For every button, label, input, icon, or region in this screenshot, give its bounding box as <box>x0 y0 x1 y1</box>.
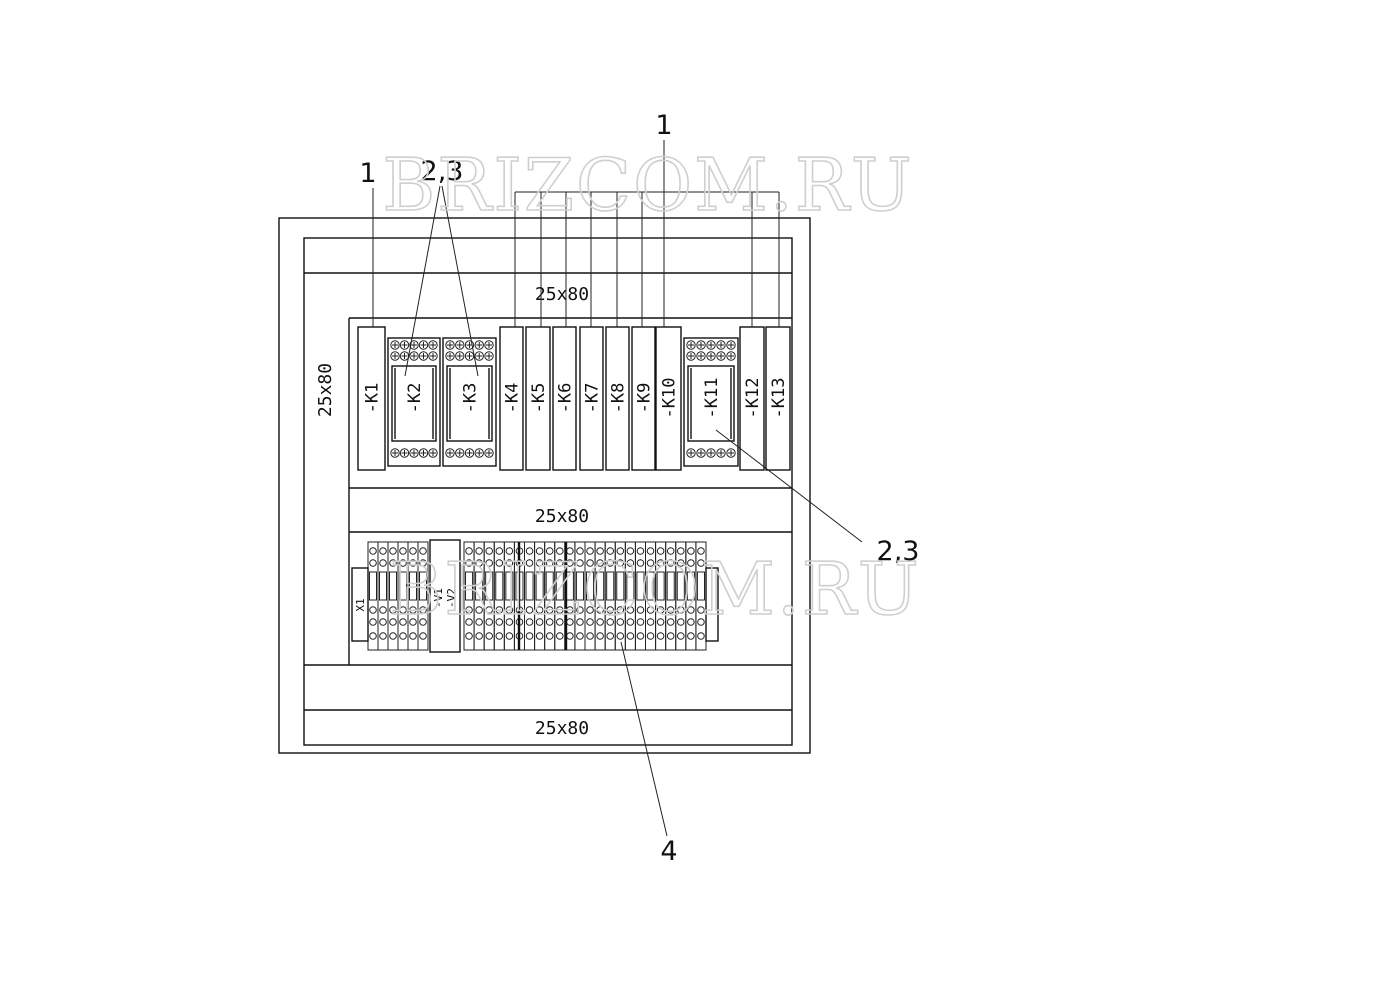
watermark-bottom: BRIZCOM.RU <box>389 547 920 631</box>
terminal-block <box>645 541 657 651</box>
relay-label: -K3 <box>461 383 481 414</box>
callout-4: 4 <box>660 836 677 867</box>
relay-label: -K9 <box>635 383 655 414</box>
relay-socket-k2 <box>387 337 441 467</box>
relay-label: -K12 <box>743 378 763 419</box>
relay-label: -K8 <box>609 383 629 414</box>
terminal-strip: X1 -V1 -V2 <box>351 539 719 653</box>
terminal-block <box>377 541 389 651</box>
relay-socket-k11 <box>683 337 739 467</box>
callout-23-top: 2,3 <box>421 156 464 187</box>
relay-module-k4 <box>499 326 524 471</box>
relay-module-k1 <box>357 326 386 471</box>
relay-label: -K2 <box>405 383 425 414</box>
relay-label: -K5 <box>529 383 549 414</box>
left-cable-duct: 25x80 <box>315 318 350 665</box>
relay-module-k13 <box>765 326 791 471</box>
bottom-cable-duct: 25x80 <box>304 664 792 739</box>
relay-socket-k3 <box>442 337 497 467</box>
cabinet-frame <box>278 217 811 754</box>
relay-label: -K6 <box>556 383 576 414</box>
diode-module <box>429 539 461 653</box>
diode-v1-label: -V1 <box>432 588 445 608</box>
callout-1-top: 1 <box>655 110 672 141</box>
relay-module-k5 <box>525 326 551 471</box>
terminal-block <box>387 541 399 651</box>
top-cable-duct: 25x80 <box>304 272 792 319</box>
relay-label: -K4 <box>503 383 523 414</box>
terminal-block <box>367 541 379 651</box>
relay-module-k6 <box>552 326 577 471</box>
leader-lines <box>372 140 863 837</box>
bottom-duct-label: 25x80 <box>535 718 589 739</box>
middle-duct-label: 25x80 <box>535 506 589 527</box>
callout-1-left: 1 <box>359 158 376 189</box>
terminal-block <box>604 541 616 651</box>
terminal-block <box>463 541 475 651</box>
middle-cable-duct: 25x80 <box>349 487 792 533</box>
relay-label: -K10 <box>660 378 680 419</box>
relay-module-k9 <box>631 326 656 471</box>
watermark-top: BRIZCOM.RU <box>382 143 913 227</box>
relay-label: -K13 <box>769 378 789 419</box>
terminal-block <box>524 541 536 651</box>
terminal-block <box>634 541 647 651</box>
terminal-x1-label: X1 <box>354 598 367 611</box>
left-duct-label: 25x80 <box>315 363 336 417</box>
relay-label: -K11 <box>702 378 722 419</box>
relay-module-k12 <box>739 326 765 471</box>
callout-23-right: 2,3 <box>877 536 920 567</box>
diode-v2-label: -V2 <box>445 588 458 608</box>
terminal-x1-endcap <box>351 567 369 642</box>
relay-module-k10 <box>655 326 682 471</box>
mounting-plate <box>303 237 793 746</box>
top-duct-label: 25x80 <box>535 284 589 305</box>
terminal-right-endcap <box>705 567 719 642</box>
relay-row: -K1 -K4 -K5 -K6 -K7 -K8 -K9-K10 -K12 -K13 -K2 -K3 -… <box>357 326 791 471</box>
relay-label: -K7 <box>583 383 603 414</box>
relay-label: -K1 <box>363 383 383 414</box>
